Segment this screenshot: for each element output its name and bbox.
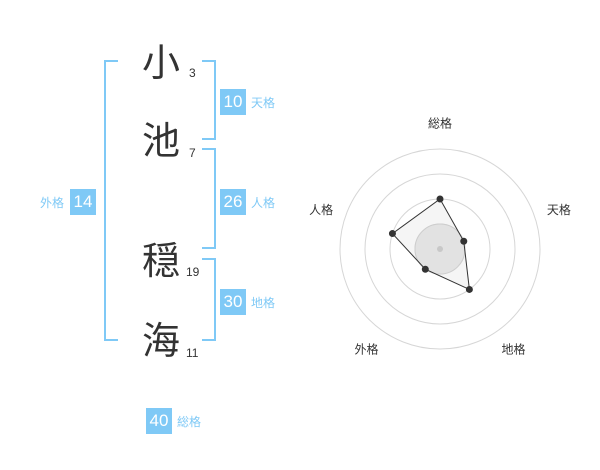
tenkaku-bracket	[202, 60, 216, 140]
radar-point-5	[388, 230, 396, 238]
gaikaku-label: 外格	[40, 195, 65, 210]
stroke-count-4: 11	[186, 346, 199, 360]
jinkaku-label: 人格	[251, 195, 276, 210]
name-char-4: 海	[142, 319, 181, 363]
radar-axis-label-3: 地格	[501, 342, 525, 357]
tenkaku-badge: 10 天格	[220, 89, 275, 115]
stroke-count-2: 7	[189, 146, 196, 160]
chikaku-label: 地格	[251, 295, 276, 310]
chikaku-badge: 30 地格	[220, 289, 275, 315]
radar-point-2	[460, 237, 468, 245]
radar-point-3	[465, 285, 473, 293]
radar-grid-ring-3	[364, 173, 516, 325]
jinkaku-value: 26	[220, 189, 246, 215]
radar-center-dot	[437, 246, 443, 252]
name-char-2: 池	[142, 119, 181, 163]
name-char-1: 小	[142, 41, 181, 85]
soukaku-value: 40	[146, 408, 172, 434]
soukaku-label: 総格	[177, 414, 202, 429]
jinkaku-badge: 26 人格	[220, 189, 275, 215]
tenkaku-label: 天格	[251, 95, 276, 110]
radar-axis-label-2: 天格	[547, 202, 571, 217]
jinkaku-bracket	[202, 148, 216, 249]
gaikaku-badge: 外格 14	[40, 189, 97, 215]
radar-grid-ring-4	[339, 148, 541, 350]
stroke-count-3: 19	[186, 265, 200, 279]
gaikaku-bracket	[104, 60, 118, 341]
gaikaku-value: 14	[70, 189, 97, 215]
radar-axis-label-4: 外格	[355, 342, 379, 357]
radar-point-4	[421, 265, 429, 273]
chikaku-value: 30	[220, 289, 246, 315]
soukaku-badge: 40 総格	[146, 408, 201, 434]
name-char-3: 穏	[142, 239, 181, 283]
radar-axis-label-5: 人格	[309, 202, 333, 217]
tenkaku-value: 10	[220, 89, 246, 115]
stroke-count-1: 3	[189, 66, 196, 80]
radar-axis-label-1: 総格	[428, 116, 452, 131]
chikaku-bracket	[202, 258, 216, 341]
radar-point-1	[436, 195, 444, 203]
radar-series-polygon	[391, 198, 470, 291]
